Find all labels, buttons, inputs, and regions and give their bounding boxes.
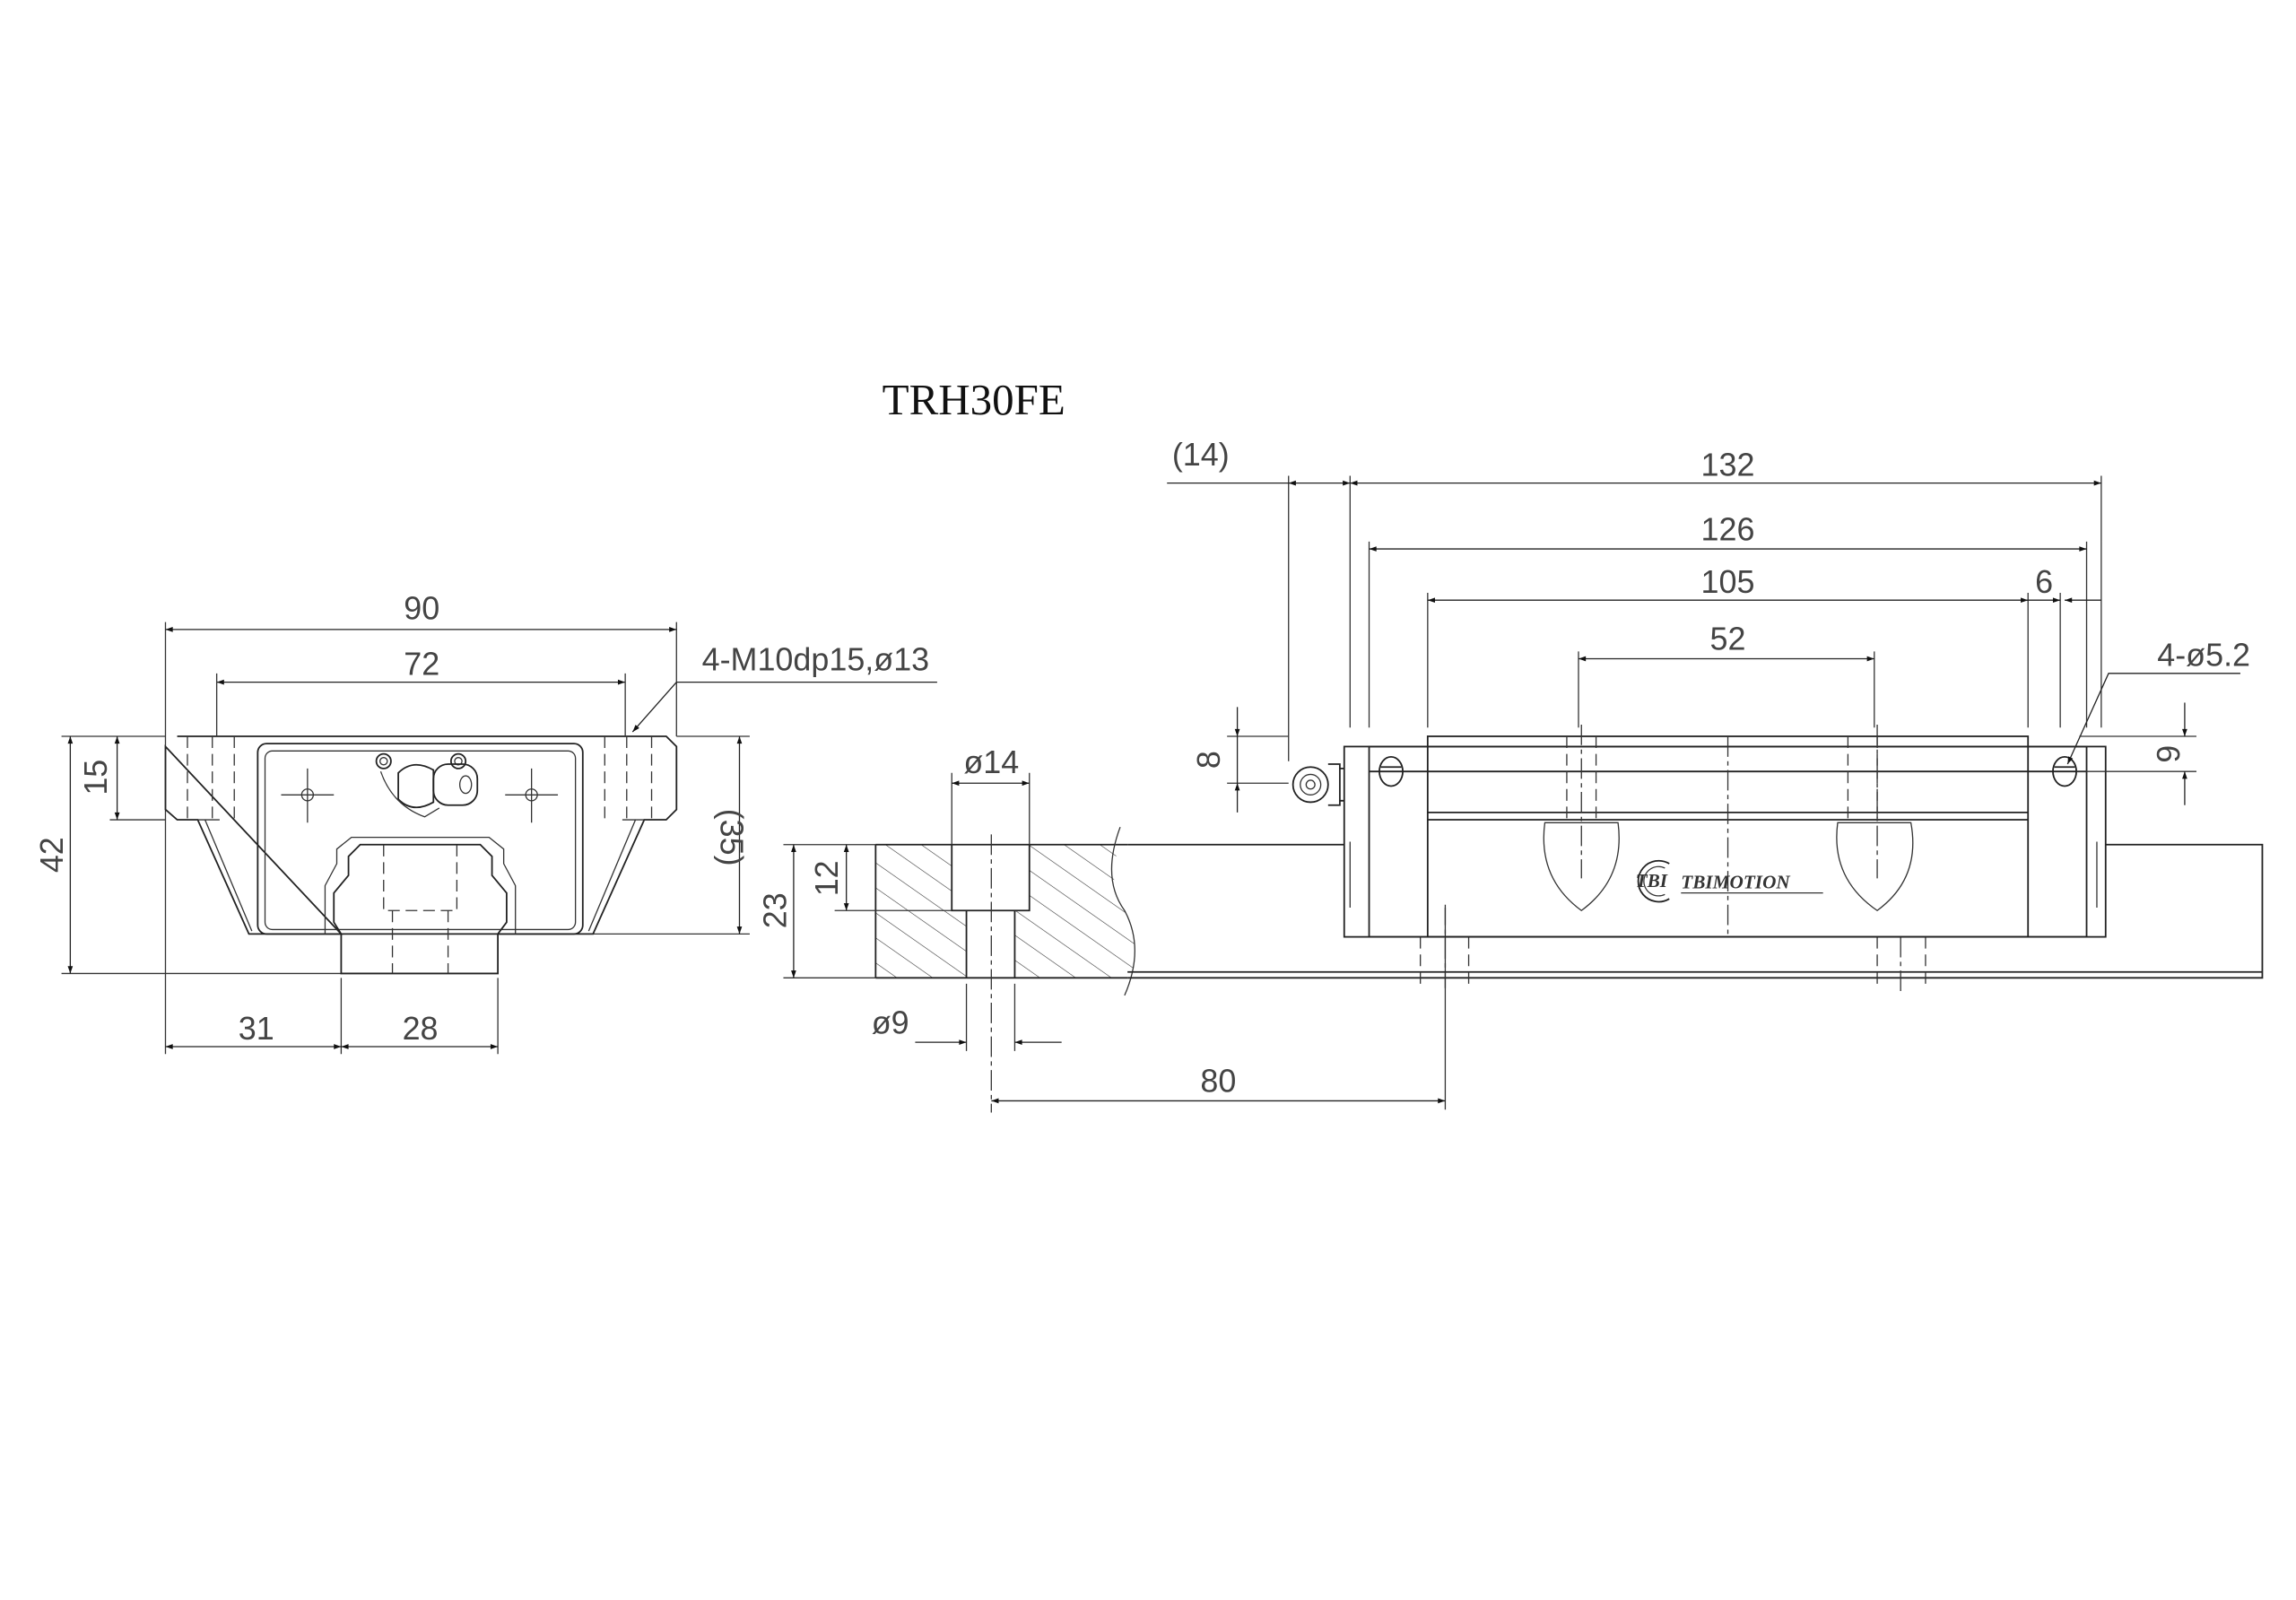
grease-nipple-icon	[375, 752, 479, 818]
dim-body-length: 105	[1701, 563, 1755, 600]
dim-flange-thickness: 15	[77, 760, 114, 796]
dim-rail-offset: 31	[239, 1010, 274, 1047]
dim-body-length-with-caps: 126	[1701, 510, 1755, 547]
tbimotion-logo: TBI TBIMOTION	[1636, 859, 1823, 903]
dim-mount-hole-spacing: 52	[1710, 621, 1746, 657]
drawing-title: TRH30FE	[883, 375, 1065, 424]
front-view: 90 72 4-M10dp15,ø13 42 15 (35) 31 28	[33, 589, 937, 1055]
dim-grease-nipple-length: (14)	[1172, 436, 1230, 473]
mount-hole-crosshair-right	[505, 768, 559, 823]
dim-nipple-height: 8	[1190, 751, 1227, 769]
dim-rail-width: 28	[403, 1010, 439, 1047]
dim-end-hole-height: 6	[2150, 745, 2187, 763]
dim-counterbore-depth: 12	[808, 860, 845, 896]
callout-end-holes: 4-ø5.2	[2157, 637, 2250, 674]
mount-hole-crosshair-left	[281, 768, 335, 823]
dim-through-hole-dia: ø9	[872, 1004, 909, 1040]
dim-hole-pitch: 80	[1200, 1063, 1236, 1100]
dim-height-overall: 42	[33, 837, 70, 873]
grease-nipple-icon	[1292, 763, 1344, 806]
rail-section-view: ø14 12 23 ø9 80	[757, 743, 1447, 1113]
dim-hole-spacing-width: 72	[404, 645, 439, 682]
end-hole-left	[1378, 755, 1404, 787]
dim-length-overall: 132	[1701, 446, 1755, 483]
dim-width-overall: 90	[404, 589, 439, 626]
svg-text:TBI: TBI	[1636, 870, 1668, 891]
side-view: TBI TBIMOTION (14) 132 126 105 6 52 4-ø5…	[1127, 436, 2264, 993]
dim-rail-height: 23	[757, 892, 794, 928]
dim-end-offset: 6	[2035, 563, 2053, 600]
svg-text:TBIMOTION: TBIMOTION	[1681, 872, 1790, 893]
callout-mount-holes: 4-M10dp15,ø13	[702, 641, 930, 678]
dim-block-height: (35)	[713, 809, 750, 866]
dim-counterbore-dia: ø14	[963, 743, 1019, 780]
